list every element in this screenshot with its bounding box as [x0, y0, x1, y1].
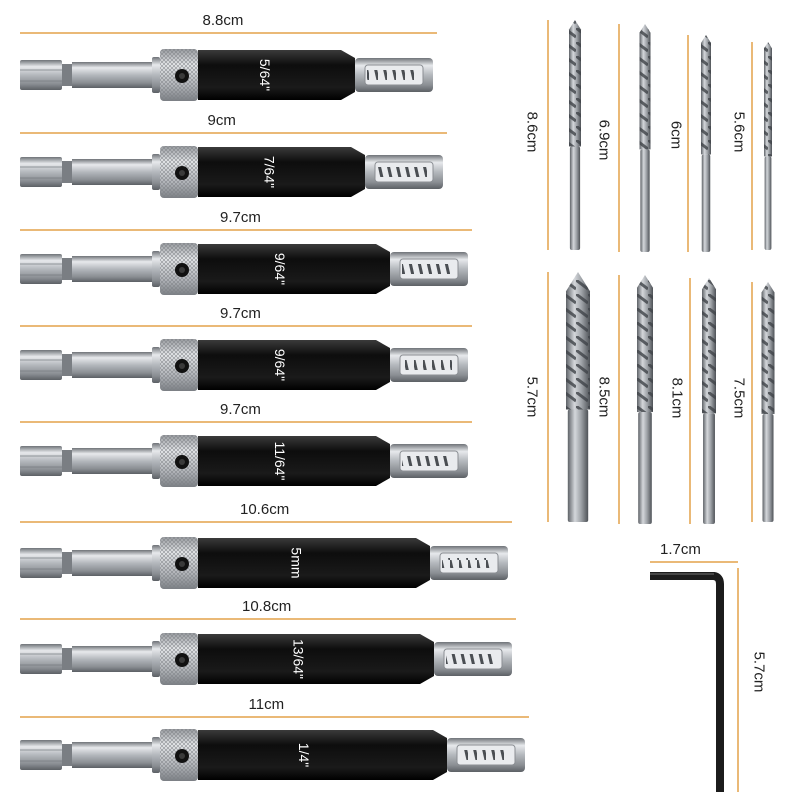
drill-bit — [547, 272, 590, 522]
shank-groove — [62, 258, 72, 280]
hex-shank — [20, 548, 62, 578]
shank-groove — [62, 552, 72, 574]
hex-shank — [20, 350, 62, 380]
shank-groove — [62, 354, 72, 376]
drill-bit — [751, 42, 772, 250]
pilot-bit — [402, 264, 452, 274]
depth-sleeve — [198, 538, 430, 588]
drill-length-label: 8.5cm — [595, 376, 613, 418]
shank-groove — [62, 744, 72, 766]
hex-shank — [20, 60, 62, 90]
bit-length-label: 9.7cm — [220, 209, 261, 226]
bit-length-label: 11cm — [248, 696, 285, 713]
countersink-bit: 1/4" — [20, 716, 529, 781]
hex-key — [650, 561, 739, 792]
hex-shank — [20, 254, 62, 284]
pilot-bit — [377, 167, 427, 177]
drill-shank — [764, 156, 772, 250]
hex-shank — [20, 740, 62, 770]
drill-shank — [569, 146, 581, 250]
bit-length-label: 8.8cm — [202, 12, 244, 29]
bit-length-label: 9.7cm — [220, 305, 261, 322]
depth-sleeve — [198, 340, 390, 390]
shank-groove — [62, 64, 72, 86]
allen-wrench — [650, 572, 724, 792]
drill-bit — [689, 278, 716, 524]
pilot-bit — [446, 654, 496, 664]
countersink-bit: 5mm — [20, 521, 512, 589]
drill-bit — [618, 24, 651, 252]
shank-groove — [62, 161, 72, 183]
countersink-bit: 5/64" — [20, 32, 437, 101]
shaft — [72, 256, 160, 282]
pilot-bit — [442, 558, 492, 568]
depth-sleeve — [198, 730, 447, 780]
drill-shank — [567, 409, 589, 522]
hex-key-width-label: 1.7cm — [660, 541, 701, 558]
hex-key-height-label: 5.7cm — [750, 651, 768, 693]
drill-length-label: 8.6cm — [523, 111, 541, 153]
drill-shank — [762, 414, 774, 522]
drill-bit — [687, 35, 711, 252]
drill-bit — [618, 275, 653, 524]
drill-shank — [703, 413, 715, 524]
drill-length-label: 8.1cm — [668, 377, 686, 419]
drill-bit — [751, 282, 775, 522]
countersink-bit: 13/64" — [20, 618, 516, 685]
bit-size-label: 11/64" — [272, 442, 288, 481]
countersink-bit: 7/64" — [20, 132, 447, 198]
pilot-bit — [367, 70, 417, 80]
drill-shank — [640, 149, 650, 252]
shaft — [72, 646, 160, 672]
shank-groove — [62, 450, 72, 472]
bit-size-label: 13/64" — [290, 639, 306, 679]
bit-length-label: 9cm — [207, 112, 236, 129]
bit-length-label: 10.6cm — [240, 501, 290, 518]
shaft — [72, 352, 160, 378]
bit-size-label: 1/4" — [296, 743, 312, 767]
pilot-bit — [402, 456, 452, 466]
drill-length-label: 6.9cm — [595, 119, 613, 161]
shaft — [72, 742, 160, 768]
bit-size-label: 7/64" — [261, 156, 277, 188]
hex-shank — [20, 644, 62, 674]
shaft — [72, 159, 160, 185]
drill-length-label: 5.6cm — [730, 111, 748, 153]
countersink-bit: 11/64" — [20, 421, 472, 487]
bit-size-label: 5mm — [289, 547, 305, 578]
depth-sleeve — [198, 436, 390, 486]
countersink-bit: 9/64" — [20, 229, 472, 295]
bit-size-label: 9/64" — [272, 349, 288, 381]
drill-shank — [701, 154, 711, 252]
drill-length-label: 7.5cm — [730, 377, 748, 419]
drill-shank — [638, 411, 652, 524]
depth-sleeve — [198, 634, 434, 684]
shaft — [72, 550, 160, 576]
hex-shank — [20, 157, 62, 187]
bit-length-label: 9.7cm — [220, 401, 261, 418]
bit-size-label: 5/64" — [257, 59, 273, 91]
drill-length-label: 5.7cm — [523, 376, 541, 418]
drill-length-label: 6cm — [667, 120, 685, 150]
countersink-bit: 9/64" — [20, 325, 472, 391]
depth-sleeve — [198, 147, 365, 197]
bit-length-label: 10.8cm — [242, 598, 292, 615]
shank-groove — [62, 648, 72, 670]
bit-size-label: 9/64" — [272, 253, 288, 285]
drill-bit — [547, 20, 581, 250]
shaft — [72, 448, 160, 474]
shaft — [72, 62, 160, 88]
depth-sleeve — [198, 244, 390, 294]
pilot-bit — [459, 750, 509, 760]
depth-sleeve — [198, 50, 355, 100]
pilot-bit — [402, 360, 452, 370]
hex-shank — [20, 446, 62, 476]
